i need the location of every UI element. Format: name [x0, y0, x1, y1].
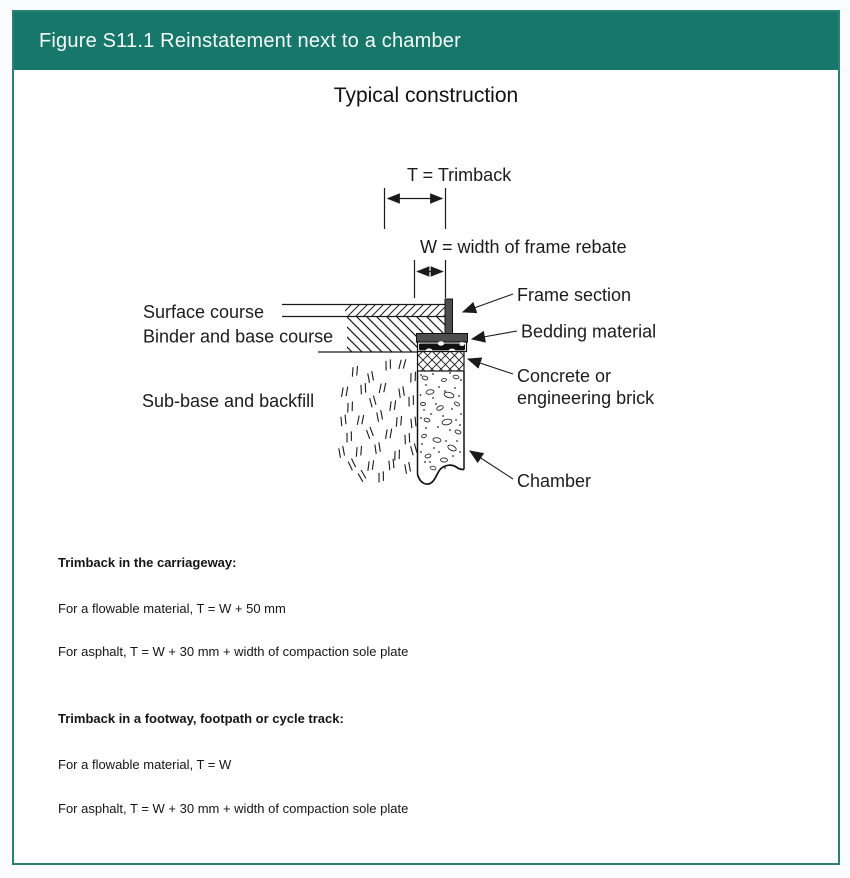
trimback-dimension-label: T = Trimback: [407, 165, 512, 185]
binder-base-layer: [318, 317, 445, 353]
dimension-rebate: W = width of frame rebate: [413, 237, 627, 298]
carriageway-rule-asphalt: For asphalt, T = W + 30 mm + width of co…: [58, 644, 409, 659]
figure-caption-bar: Figure S11.1 Reinstatement next to a cha…: [14, 12, 838, 70]
label-chamber: Chamber: [517, 471, 591, 491]
chamber-wall-shape: [416, 371, 465, 485]
chamber-stipple: [419, 372, 462, 469]
figure-body: Typical construction: [14, 70, 838, 861]
label-frame-section: Frame section: [517, 285, 631, 305]
footway-rule-flowable: For a flowable material, T = W: [58, 757, 232, 772]
figure-panel: Figure S11.1 Reinstatement next to a cha…: [12, 10, 840, 865]
backfill-marks: [335, 358, 421, 484]
concrete-brick-shape: [416, 350, 465, 372]
footway-rule-asphalt: For asphalt, T = W + 30 mm + width of co…: [58, 801, 409, 816]
chamber-stones: [420, 374, 462, 471]
label-concrete-line1: Concrete or: [517, 366, 611, 386]
diagram-title: Typical construction: [333, 84, 519, 107]
footway-heading: Trimback in a footway, footpath or cycle…: [58, 711, 344, 726]
carriageway-rule-flowable: For a flowable material, T = W + 50 mm: [58, 601, 286, 616]
dimension-trimback: T = Trimback: [383, 165, 512, 229]
carriageway-heading: Trimback in the carriageway:: [58, 555, 237, 570]
leader-lines: [461, 293, 518, 480]
rebate-dimension-label: W = width of frame rebate: [420, 237, 627, 257]
label-surface-course: Surface course: [143, 302, 264, 322]
construction-diagram: T = Trimback W = width of frame rebate: [142, 165, 656, 491]
label-subbase-backfill: Sub-base and backfill: [142, 391, 314, 411]
label-concrete-line2: engineering brick: [517, 388, 655, 408]
label-binder-base-course: Binder and base course: [143, 327, 333, 347]
label-bedding-material: Bedding material: [521, 322, 656, 342]
figure-caption: Figure S11.1 Reinstatement next to a cha…: [39, 29, 461, 52]
surface-course-layer: [282, 303, 453, 318]
